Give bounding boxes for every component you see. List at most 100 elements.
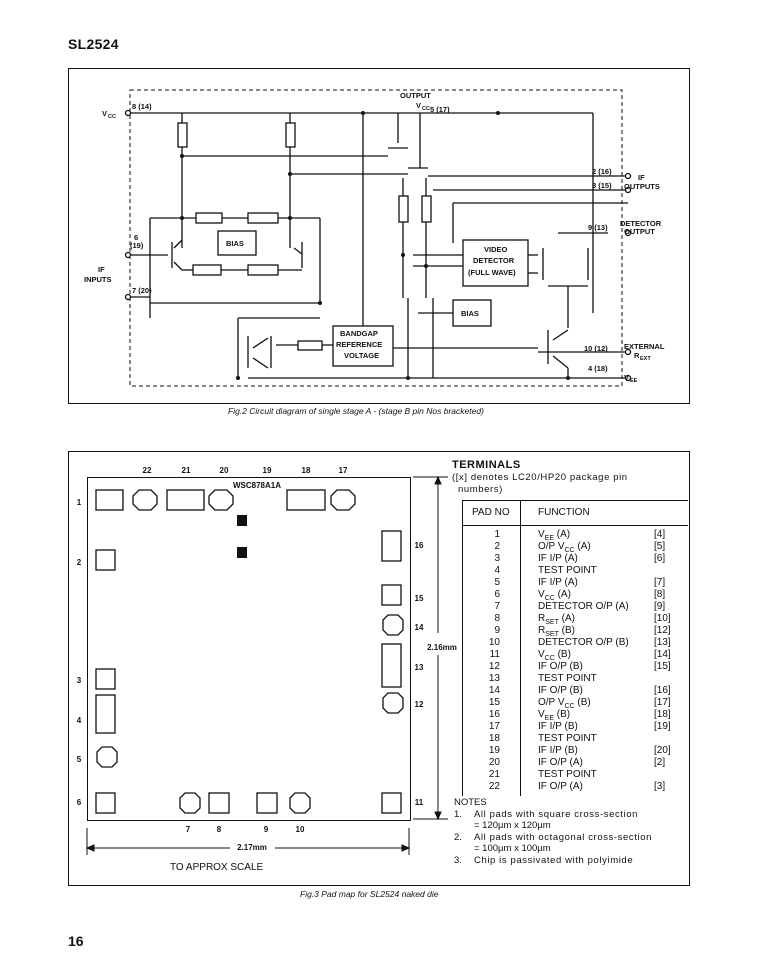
package-pin: [9] xyxy=(654,601,666,612)
bandgap-3: VOLTAGE xyxy=(344,351,379,360)
terminal-row: 17 IF I/P (B) [19] xyxy=(462,721,688,733)
video-detector-2: DETECTOR xyxy=(473,256,515,265)
pad-number: 14 xyxy=(488,685,500,696)
bias2-label: BIAS xyxy=(461,309,479,318)
top-pad-num: 19 xyxy=(262,466,272,475)
pad-20 xyxy=(166,489,205,511)
pad-function: DETECTOR O/P (A) xyxy=(538,601,629,612)
pad-number: 22 xyxy=(488,781,500,792)
package-pin: [4] xyxy=(654,529,666,540)
bottom-pad-num: 7 xyxy=(185,825,191,834)
dimension-lines xyxy=(85,475,448,855)
terminals-subtitle-1: ([x] denotes LC20/HP20 package pin xyxy=(452,472,628,483)
pad-number: 6 xyxy=(494,589,500,600)
notes: NOTES 1.All pads with square cross-secti… xyxy=(454,797,688,866)
pad-number: 12 xyxy=(488,661,500,672)
pad-number: 2 xyxy=(494,541,500,552)
package-pin: [2] xyxy=(654,757,666,768)
package-pin: [10] xyxy=(654,613,671,624)
pad-function: IF O/P (B) xyxy=(538,661,583,672)
if-outputs-1: IF xyxy=(638,173,645,182)
pad-17 xyxy=(330,489,356,511)
resistor xyxy=(297,340,323,351)
pin2-label: 2 (16) xyxy=(592,167,612,176)
package-pin: [3] xyxy=(654,781,666,792)
pad-function: TEST POINT xyxy=(538,769,597,780)
output-vcc-sub: CC xyxy=(422,106,430,112)
pad-function: IF O/P (A) xyxy=(538,781,583,792)
pad-number: 20 xyxy=(488,757,500,768)
note-item: 2.All pads with octagonal cross-section=… xyxy=(454,832,688,855)
note-item: 1.All pads with square cross-section= 12… xyxy=(454,809,688,832)
right-pad-num: 15 xyxy=(414,594,424,603)
notes-list: 1.All pads with square cross-section= 12… xyxy=(454,809,688,867)
page-number: 16 xyxy=(68,933,84,949)
pad-function: IF I/P (A) xyxy=(538,577,578,588)
resistor xyxy=(247,264,279,276)
circuit-diagram-frame xyxy=(68,68,690,404)
pad-number: 11 xyxy=(489,649,500,660)
pad-number: 17 xyxy=(488,721,500,732)
pad-number: 4 xyxy=(494,565,500,576)
top-pad-num: 18 xyxy=(301,466,311,475)
terminal-row: 22 IF O/P (A) [3] xyxy=(462,781,688,793)
die-outline xyxy=(87,477,411,821)
if-inputs-2: INPUTS xyxy=(84,275,112,284)
pad-number: 8 xyxy=(494,613,500,624)
vcc-label: V xyxy=(102,109,107,118)
output-pin: 5 (17) xyxy=(430,105,450,114)
package-pin: [20] xyxy=(654,745,671,756)
pad-9 xyxy=(256,792,278,814)
left-pad-num: 5 xyxy=(76,755,82,764)
pad-6 xyxy=(95,792,116,814)
right-pad-num: 13 xyxy=(414,663,424,672)
notes-title: NOTES xyxy=(454,797,487,808)
pin6-b: (19) xyxy=(130,241,144,250)
bottom-pad-num: 10 xyxy=(295,825,305,834)
package-pin: [5] xyxy=(654,541,666,552)
test-point-marker xyxy=(237,515,247,526)
pad-number: 15 xyxy=(488,697,500,708)
pad-16 xyxy=(381,530,402,562)
pad-14 xyxy=(382,614,404,636)
pad-function: O/P VCC (B) xyxy=(538,697,591,710)
note-text: All pads with square cross-section= 120µ… xyxy=(474,808,639,832)
col-function-header: FUNCTION xyxy=(538,507,590,518)
top-pad-num: 21 xyxy=(181,466,191,475)
package-pin: [18] xyxy=(654,709,671,720)
package-pin: [13] xyxy=(654,637,671,648)
pad-function: VEE (B) xyxy=(538,709,571,722)
if-inputs-1: IF xyxy=(98,265,105,274)
external-sub: EXT xyxy=(640,356,651,362)
note-text: All pads with octagonal cross-section= 1… xyxy=(474,831,652,855)
pad-shapes xyxy=(95,489,404,814)
resistor xyxy=(192,264,222,276)
pad-2 xyxy=(95,549,116,571)
part-number-header: SL2524 xyxy=(68,36,119,52)
package-pin: [19] xyxy=(654,721,671,732)
pin3-label: 3 (15) xyxy=(592,181,612,190)
pad-function: IF I/P (B) xyxy=(538,721,578,732)
pad-22 xyxy=(95,489,124,511)
top-pad-num: 22 xyxy=(142,466,152,475)
pad-function: IF I/P (B) xyxy=(538,745,578,756)
pad-7 xyxy=(179,792,201,814)
terminals-subtitle-2: numbers) xyxy=(458,484,503,495)
note-item: 3.Chip is passivated with polyimide xyxy=(454,855,688,867)
right-pad-num: 16 xyxy=(414,541,424,550)
pad-map-frame xyxy=(68,451,690,886)
pad-function: VCC (B) xyxy=(538,649,571,662)
pad-number: 7 xyxy=(494,601,500,612)
vcc-sub: CC xyxy=(108,114,116,120)
video-detector-3: (FULL WAVE) xyxy=(468,268,516,277)
pin4-label: 4 (18) xyxy=(588,364,608,373)
bias-block xyxy=(452,299,492,327)
bandgap-1: BANDGAP xyxy=(340,329,378,338)
pad-number: 5 xyxy=(494,577,500,588)
left-pad-num: 4 xyxy=(76,716,82,725)
